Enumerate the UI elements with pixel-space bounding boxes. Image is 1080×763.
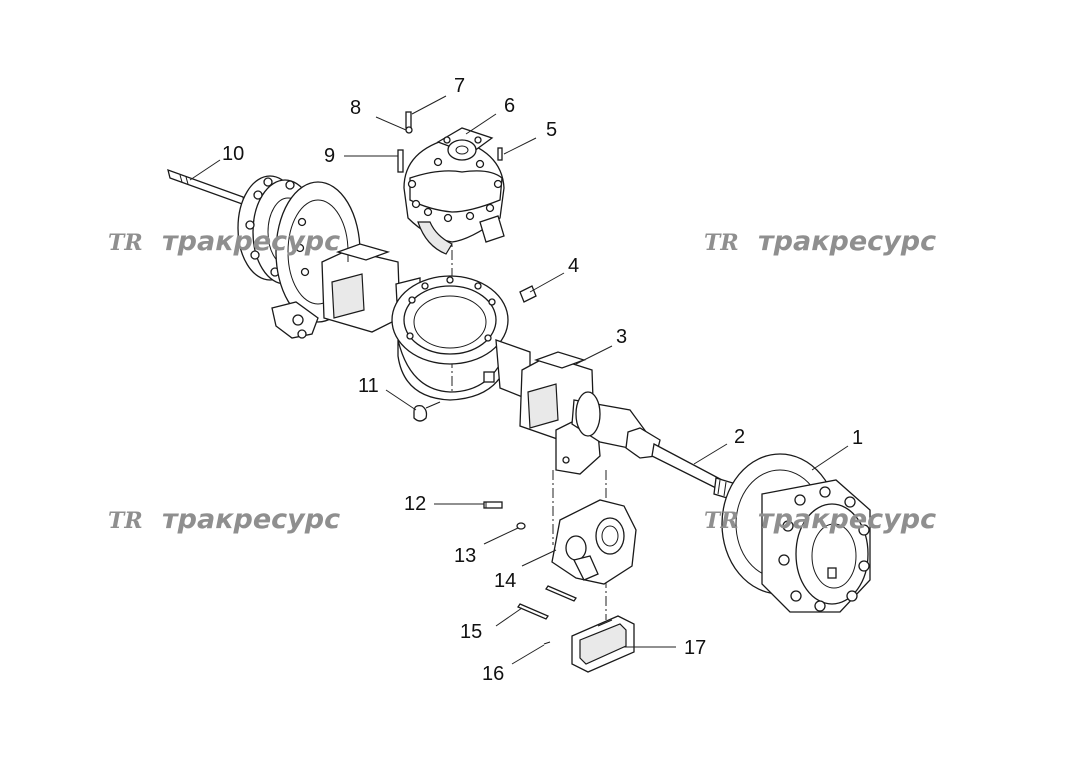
callout-3: 3: [616, 326, 627, 348]
leader-10: [189, 159, 221, 181]
leader-1: [811, 445, 849, 471]
pin-15a: [517, 603, 549, 620]
watermark-text: тракресурс: [758, 226, 936, 257]
watermark-logo: TR: [108, 508, 143, 534]
differential-carrier: [403, 127, 505, 255]
watermark-bottom-right: TR тракресурс: [704, 504, 936, 535]
watermark-text: тракресурс: [758, 504, 936, 535]
leader-16: [511, 644, 545, 665]
callout-15: 15: [460, 621, 482, 643]
callout-12: 12: [404, 493, 426, 515]
callout-labels: 1 2 3 4 5 6 7 8 9 10 11 12 13 14 15 16 1…: [222, 75, 863, 685]
watermark-logo: TR: [108, 230, 143, 256]
watermark-text: тракресурс: [162, 226, 340, 257]
leader-4: [529, 272, 565, 293]
axle-housing: [321, 243, 653, 475]
pin-15b: [545, 585, 577, 602]
leader-8: [375, 116, 407, 131]
leader-14: [521, 549, 557, 567]
leader-lines: [189, 95, 849, 665]
washer-8: [405, 126, 413, 134]
callout-9: 9: [324, 145, 335, 167]
callout-1: 1: [852, 427, 863, 449]
callout-13: 13: [454, 545, 476, 567]
leader-5: [503, 137, 537, 155]
small-fasteners: [397, 111, 537, 422]
watermark-logo: TR: [704, 230, 739, 256]
watermark-logo: TR: [704, 508, 739, 534]
callout-7: 7: [454, 75, 465, 97]
caliper-assembly: [483, 499, 637, 673]
leader-2: [693, 443, 728, 465]
bolt-7: [405, 111, 412, 129]
leader-6: [465, 113, 497, 135]
watermark-text: тракресурс: [162, 504, 340, 535]
leader-13: [483, 527, 519, 545]
bolt-12: [483, 501, 503, 509]
washer-13: [516, 522, 526, 530]
watermark-bottom-left: TR тракресурс: [108, 504, 340, 535]
leader-3: [575, 345, 613, 365]
leader-7: [411, 95, 447, 115]
right-brake-disc-hub: [721, 453, 871, 613]
callout-2: 2: [734, 426, 745, 448]
right-half-shaft: [625, 427, 737, 501]
callout-8: 8: [350, 97, 361, 119]
stud-9: [397, 149, 404, 173]
leader-11: [385, 389, 417, 411]
breather-11: [413, 404, 428, 422]
callout-17: 17: [684, 637, 706, 659]
callout-14: 14: [494, 570, 516, 592]
left-shaft-hub-assembly: [167, 168, 361, 339]
callout-6: 6: [504, 95, 515, 117]
plug-4: [519, 285, 537, 303]
callout-16: 16: [482, 663, 504, 685]
watermark-top-right: TR тракресурс: [704, 226, 936, 257]
callout-4: 4: [568, 255, 579, 277]
pin-5: [497, 147, 503, 161]
clip-16: [543, 641, 551, 645]
watermark-top-left: TR тракресурс: [108, 226, 340, 257]
callout-10: 10: [222, 143, 244, 165]
callout-5: 5: [546, 119, 557, 141]
leader-15: [495, 607, 523, 627]
callout-11: 11: [358, 375, 379, 397]
